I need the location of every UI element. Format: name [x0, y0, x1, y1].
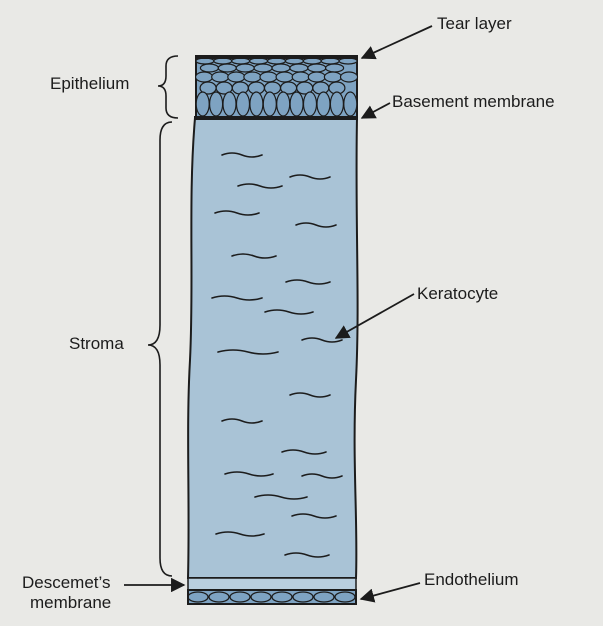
- epithelial-cell: [196, 72, 213, 82]
- epithelial-cell: [290, 64, 308, 72]
- label-tear-layer: Tear layer: [437, 14, 512, 34]
- stroma-region: [188, 118, 358, 578]
- epithelial-cell: [218, 64, 236, 72]
- label-epithelium: Epithelium: [50, 74, 129, 94]
- epithelial-cell: [313, 82, 329, 94]
- epithelial-cell: [200, 64, 218, 72]
- tear-layer-arrow: [362, 26, 432, 58]
- epithelial-cell: [232, 82, 248, 94]
- epithelial-cell: [263, 92, 276, 116]
- epithelial-cells: [196, 58, 358, 116]
- label-descemets-line1: Descemet’s: [22, 573, 111, 593]
- epithelial-cell: [324, 72, 341, 82]
- epithelial-cell: [308, 64, 326, 72]
- epithelial-cell: [210, 92, 223, 116]
- epithelium-brace: [158, 56, 178, 118]
- label-basement-membrane: Basement membrane: [392, 92, 555, 112]
- epithelial-cell: [344, 92, 357, 116]
- epithelial-cell: [308, 72, 325, 82]
- epithelial-cell: [304, 92, 317, 116]
- epithelial-cell: [228, 72, 245, 82]
- epithelial-cell: [290, 92, 303, 116]
- epithelial-cell: [277, 92, 290, 116]
- label-stroma: Stroma: [69, 334, 124, 354]
- label-keratocyte: Keratocyte: [417, 284, 498, 304]
- epithelial-cell: [292, 72, 309, 82]
- basement-membrane-arrow: [362, 103, 390, 118]
- epithelial-cell: [341, 72, 358, 82]
- epithelial-cell: [236, 64, 254, 72]
- endothelium-arrow: [361, 583, 420, 599]
- epithelial-cell: [196, 92, 209, 116]
- epithelial-cell: [276, 72, 293, 82]
- epithelial-cell: [244, 72, 261, 82]
- epithelial-cell: [223, 92, 236, 116]
- label-endothelium: Endothelium: [424, 570, 519, 590]
- epithelial-cell: [237, 92, 250, 116]
- label-descemets-line2: membrane: [30, 593, 111, 613]
- epithelial-cell: [265, 82, 281, 94]
- epithelial-cell: [326, 64, 344, 72]
- epithelial-cell: [254, 64, 272, 72]
- epithelial-cell: [212, 72, 229, 82]
- stroma-brace: [148, 122, 172, 576]
- epithelial-cell: [330, 92, 343, 116]
- descemets-membrane-region: [188, 578, 356, 590]
- epithelial-cell: [317, 92, 330, 116]
- epithelial-cell: [260, 72, 277, 82]
- epithelial-cell: [250, 92, 263, 116]
- epithelial-cell: [272, 64, 290, 72]
